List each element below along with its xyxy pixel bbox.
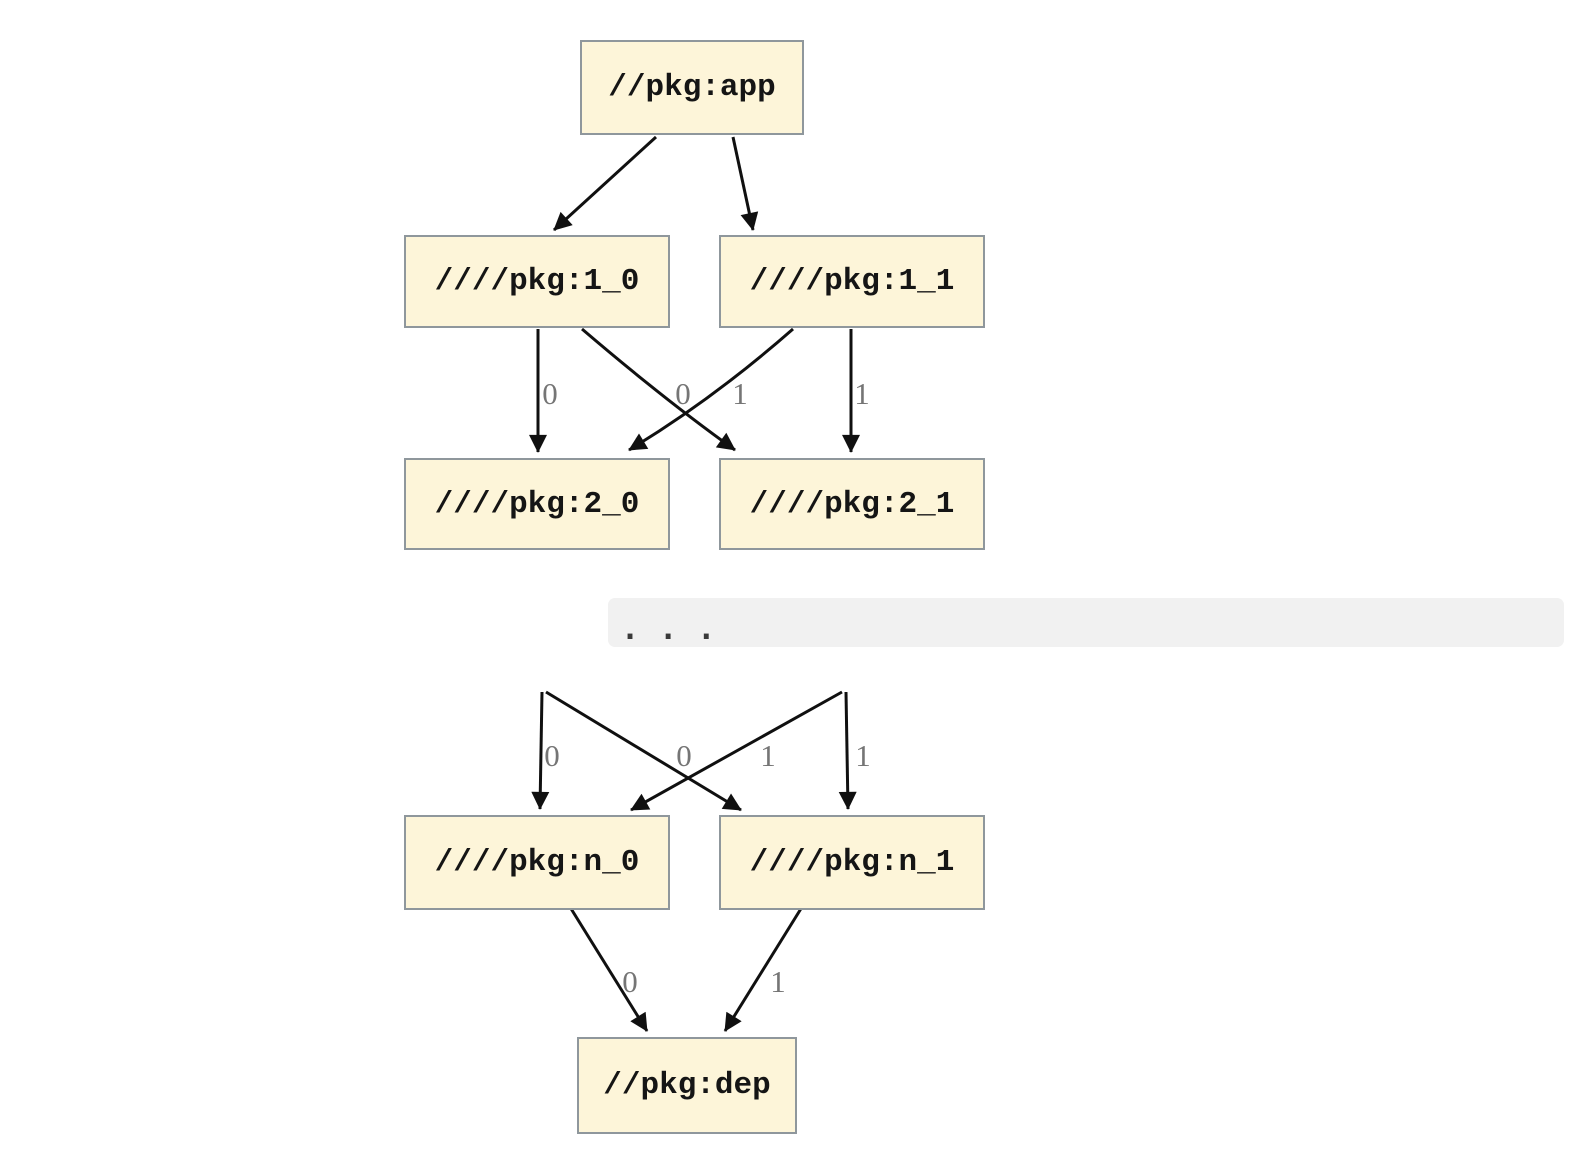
edge-label-1_0-2_1: 1 (732, 376, 748, 411)
edge-label-n_0-dep: 0 (622, 964, 638, 999)
edge-label-left-n_1: 1 (760, 738, 776, 773)
node-pkg-dep-label: //pkg:dep (603, 1068, 771, 1103)
node-pkg-n_1: ////pkg:n_1 (719, 815, 985, 910)
edge-label-n_1-dep: 1 (770, 964, 786, 999)
node-pkg-app: //pkg:app (580, 40, 804, 135)
node-pkg-2_1: ////pkg:2_1 (719, 458, 985, 550)
node-pkg-1_1-label: ////pkg:1_1 (749, 264, 955, 299)
ellipsis-text: . . . (621, 612, 717, 647)
edge-label-1_0-2_0: 0 (542, 376, 558, 411)
edge-1_1-to-2_0 (628, 327, 794, 452)
node-pkg-n_0: ////pkg:n_0 (404, 815, 670, 910)
ellipsis-band: . . . (608, 598, 1564, 647)
edge-ellipsis-left-to-n_1 (545, 690, 742, 812)
node-pkg-n_0-label: ////pkg:n_0 (434, 845, 640, 880)
node-pkg-app-label: //pkg:app (608, 70, 776, 105)
edge-label-right-n_0: 0 (676, 738, 692, 773)
node-pkg-1_1: ////pkg:1_1 (719, 235, 985, 328)
edge-app-to-1_1 (731, 136, 759, 231)
edge-label-right-n_1: 1 (855, 738, 871, 773)
node-pkg-1_0: ////pkg:1_0 (404, 235, 670, 328)
node-pkg-dep: //pkg:dep (577, 1037, 797, 1134)
node-pkg-1_0-label: ////pkg:1_0 (434, 264, 640, 299)
edge-ellipsis-left-to-n_0 (531, 691, 550, 810)
edge-app-to-1_0 (552, 135, 658, 232)
node-pkg-2_1-label: ////pkg:2_1 (749, 486, 955, 522)
edge-n_1-to-dep (723, 906, 804, 1032)
edge-n_0-to-dep (568, 906, 649, 1032)
edge-1_0-to-2_1 (581, 327, 736, 452)
edge-label-1_1-2_0: 0 (675, 376, 691, 411)
node-pkg-2_0-label: ////pkg:2_0 (434, 486, 640, 522)
node-pkg-n_1-label: ////pkg:n_1 (749, 845, 955, 880)
edge-label-1_1-2_1: 1 (854, 376, 870, 411)
edge-ellipsis-right-to-n_0 (630, 690, 843, 812)
edge-ellipsis-right-to-n_1 (838, 691, 857, 810)
edge-label-left-n_0: 0 (544, 738, 560, 773)
node-pkg-2_0: ////pkg:2_0 (404, 458, 670, 550)
